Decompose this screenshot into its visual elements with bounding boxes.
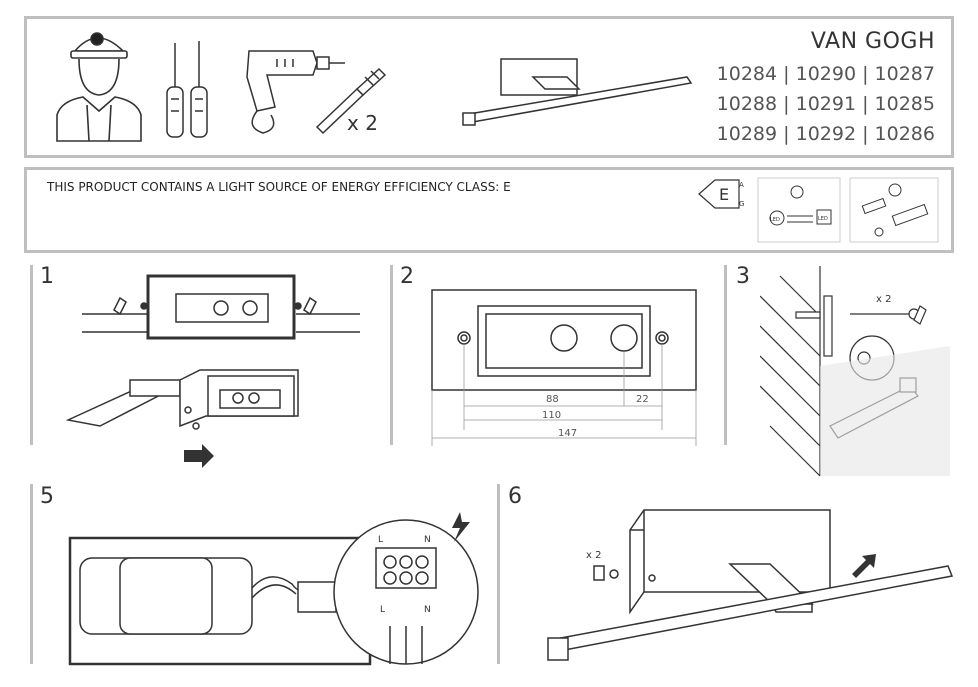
step-2-number: 2 — [400, 264, 414, 289]
energy-class-label-icon: E A G — [698, 179, 744, 209]
led-replaceable-icon: LED LED — [757, 177, 841, 243]
step-2-divider — [390, 265, 393, 445]
dim-88: 88 — [546, 394, 559, 405]
code: 10290 — [795, 63, 857, 85]
lamp-product-icon — [461, 58, 693, 126]
header-panel: x 2 VAN GOGH 10284 | 10290 | 10287 10288… — [24, 16, 954, 158]
product-codes-row-1: 10284 | 10290 | 10287 — [716, 63, 935, 85]
terminal-bottom-n: N — [424, 605, 431, 615]
step-6-illustration: x 2 — [547, 509, 954, 661]
worker-icon — [56, 32, 142, 142]
code: 10285 — [874, 93, 935, 115]
energy-notice: THIS PRODUCT CONTAINS A LIGHT SOURCE OF … — [47, 180, 511, 194]
product-codes-row-3: 10289 | 10292 | 10286 — [716, 123, 935, 145]
energy-panel: THIS PRODUCT CONTAINS A LIGHT SOURCE OF … — [24, 167, 954, 253]
step-6-quantity: x 2 — [586, 550, 601, 561]
code: 10284 — [716, 63, 778, 85]
tools-illustration — [56, 32, 693, 142]
energy-icons: E A G LED LED — [698, 177, 939, 243]
terminal-bottom-l: L — [380, 605, 385, 615]
step-2-illustration: 88 22 110 147 — [431, 289, 697, 446]
led-label-left: LED — [770, 217, 780, 223]
step-5-illustration: L N L N — [68, 512, 479, 666]
code: 10286 — [874, 123, 935, 145]
terminal-top-l: L — [378, 535, 383, 545]
energy-class-letter: E — [719, 185, 729, 204]
wall-plug-icon — [315, 67, 387, 135]
code: 10288 — [716, 93, 778, 115]
drill-icon — [246, 50, 345, 134]
service-icon — [849, 177, 939, 243]
step-3-divider — [724, 265, 727, 445]
dim-147: 147 — [558, 428, 577, 439]
code: 10292 — [795, 123, 857, 145]
code: 10287 — [874, 63, 935, 85]
scale-top-label: A — [739, 181, 744, 189]
step-3-quantity: x 2 — [876, 294, 891, 305]
scale-bottom-label: G — [739, 200, 744, 208]
anchor-quantity: x 2 — [347, 111, 378, 135]
dim-110: 110 — [542, 410, 561, 421]
step-3-number: 3 — [736, 264, 750, 289]
step-1-number: 1 — [40, 264, 54, 289]
step-1-illustration — [65, 274, 360, 468]
step-1-divider — [30, 265, 33, 445]
step-5-number: 5 — [40, 484, 54, 509]
step-5-divider — [30, 484, 33, 664]
code: 10291 — [795, 93, 857, 115]
led-label-right: LED — [818, 216, 828, 222]
brand-name: VAN GOGH — [810, 29, 935, 54]
dim-22: 22 — [636, 394, 649, 405]
step-3-illustration: x 2 — [760, 266, 950, 477]
code: 10289 — [716, 123, 778, 145]
product-codes-row-2: 10288 | 10291 | 10285 — [716, 93, 935, 115]
screwdriver-icon — [166, 41, 208, 138]
terminal-top-n: N — [424, 535, 431, 545]
step-6-number: 6 — [508, 484, 522, 509]
step-6-divider — [497, 484, 500, 664]
